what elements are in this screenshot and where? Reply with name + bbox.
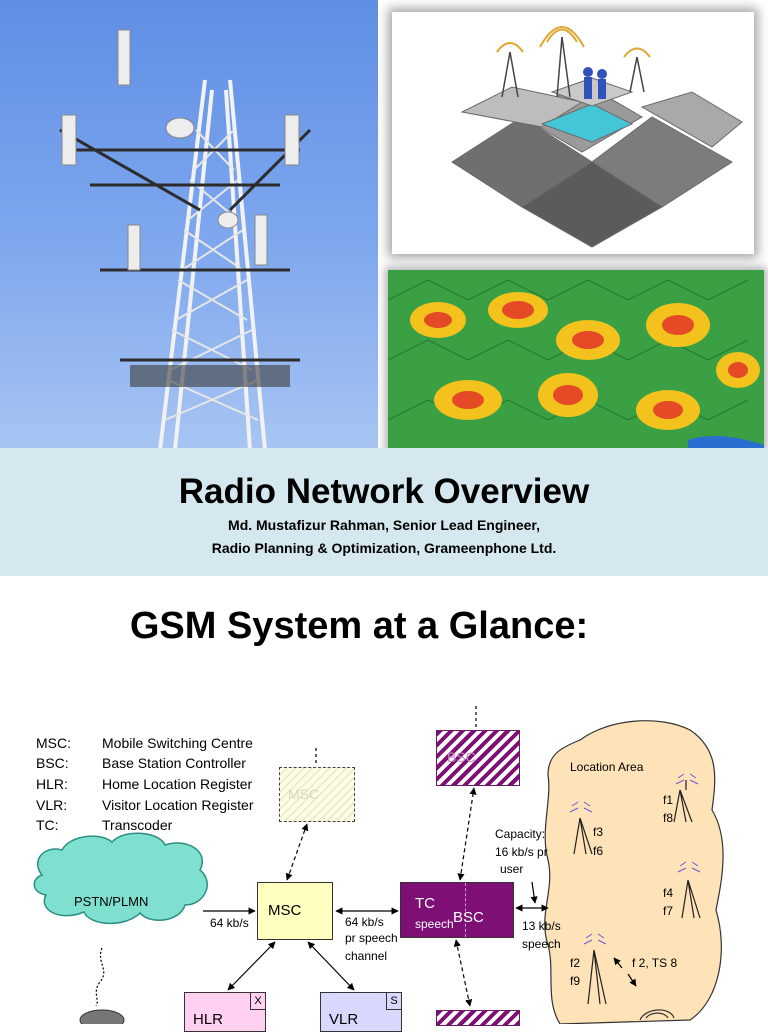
gsm-diagram [33, 706, 724, 1024]
freq-f6: f6 [593, 844, 604, 858]
telephone-icon [79, 1009, 125, 1024]
rate-pstn-msc: 64 kb/s [210, 916, 249, 930]
capacity-line-2: 16 kb/s pr [495, 845, 548, 859]
legend-abbr-bsc: BSC: [36, 755, 69, 771]
hexagonal-cells-illustration [392, 12, 754, 254]
hlr-corner-tag: X [250, 993, 265, 1010]
msc-label: MSC [268, 902, 302, 919]
legend-abbr-msc: MSC: [36, 735, 71, 751]
legend-text-hlr: Home Location Register [102, 776, 253, 792]
location-area-label: Location Area [570, 760, 644, 774]
freq-f4: f4 [663, 886, 674, 900]
section-title: GSM System at a Glance: [129, 605, 589, 647]
timeslot-label: f 2, TS 8 [632, 956, 678, 970]
rate-msc-tc-1: 64 kb/s [345, 915, 384, 929]
legend-text-vlr: Visitor Location Register [102, 797, 254, 813]
msc-ghost-label: MSC [288, 786, 320, 802]
mobile-phone-icon [639, 1009, 675, 1021]
freq-f8: f8 [663, 811, 674, 825]
capacity-line-3: user [500, 862, 524, 876]
msc-box: MSC [257, 882, 333, 940]
rate-bsc-bts-1: 13 kb/s [522, 919, 561, 933]
vlr-corner-tag: S [386, 993, 401, 1010]
title-band: Radio Network Overview Md. Mustafizur Ra… [0, 448, 768, 576]
cell-tower-icon [59, 29, 312, 451]
legend-text-msc: Mobile Switching Centre [102, 735, 253, 751]
freq-f1: f1 [663, 793, 674, 807]
tc-speech-label: speech [415, 917, 454, 931]
coverage-heatmap [388, 270, 764, 450]
tc-bsc-box: TC speech BSC [400, 882, 514, 938]
legend-abbr-hlr: HLR: [36, 776, 68, 792]
hlr-box: HLR X [184, 992, 266, 1032]
pstn-cloud [33, 832, 208, 925]
legend-abbr-tc: TC: [36, 817, 59, 833]
msc-ghost-box: MSC [279, 767, 355, 822]
cell-tower-photo [0, 0, 378, 451]
freq-f9: f9 [570, 974, 581, 988]
bsc-ghost-box-top: BSC [436, 730, 520, 786]
legend-abbr-vlr: VLR: [36, 797, 68, 813]
presentation-title: Radio Network Overview [178, 472, 590, 511]
organization-line: Radio Planning & Optimization, Grameenph… [211, 540, 557, 556]
author-line: Md. Mustafizur Rahman, Senior Lead Engin… [228, 517, 540, 533]
rate-bsc-bts-2: speech [522, 937, 561, 951]
vlr-label: VLR [329, 1011, 359, 1028]
legend-text-bsc: Base Station Controller [102, 755, 246, 771]
freq-f2: f2 [570, 956, 581, 970]
freq-f3: f3 [593, 825, 604, 839]
tc-label: TC [415, 895, 435, 912]
vlr-box: VLR S [320, 992, 402, 1032]
bsc-ghost-label: BSC [447, 749, 476, 765]
hlr-label: HLR [193, 1011, 224, 1028]
freq-f7: f7 [663, 904, 674, 918]
cell-tower-icon [573, 780, 701, 1005]
tc-bsc-divider [465, 883, 466, 937]
rate-msc-tc-3: channel [345, 949, 388, 963]
bsc-label: BSC [453, 909, 484, 926]
legend-text-tc: Transcoder [102, 817, 173, 833]
pstn-label: PSTN/PLMN [74, 894, 149, 909]
antenna-mast-icon [451, 26, 743, 248]
capacity-line-1: Capacity: [495, 827, 546, 841]
rate-msc-tc-2: pr speech [345, 931, 398, 945]
